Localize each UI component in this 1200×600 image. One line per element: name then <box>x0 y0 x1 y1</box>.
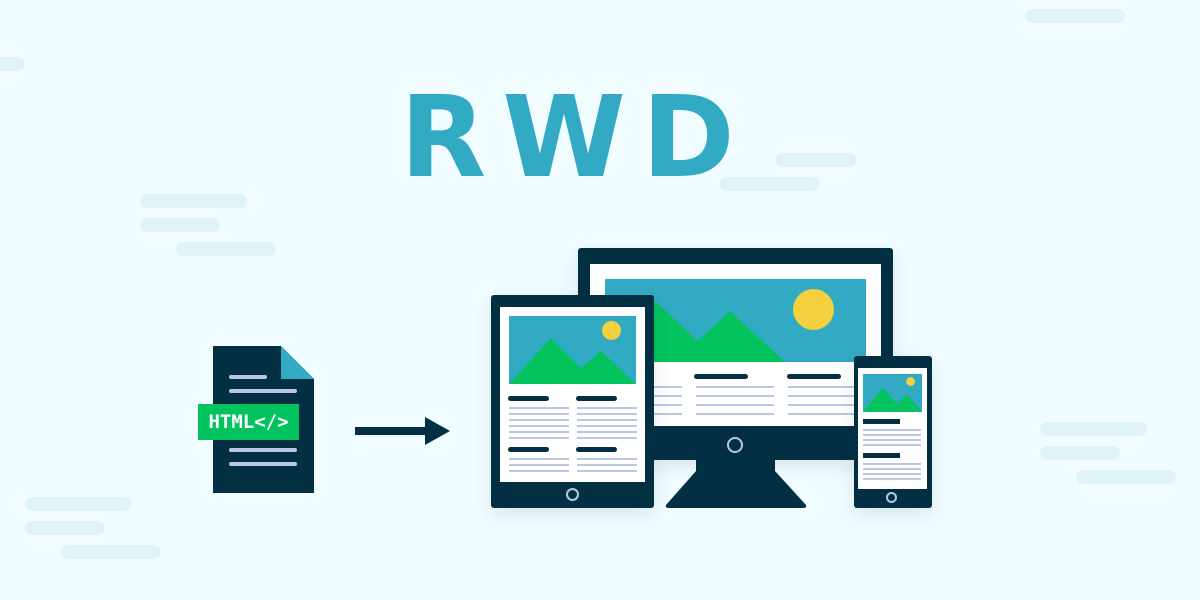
sun-icon <box>906 377 915 386</box>
decor-bar <box>1040 446 1120 460</box>
phone-screen <box>858 368 927 489</box>
decor-bar <box>25 521 105 535</box>
decor-bar <box>720 177 820 191</box>
tablet-screen <box>500 307 645 482</box>
heading-line <box>576 396 617 401</box>
heading-line <box>863 419 900 424</box>
sun-icon <box>602 321 621 340</box>
decor-bar <box>25 497 132 511</box>
page-title: RWD <box>400 73 751 203</box>
arrow-right-icon <box>355 416 451 446</box>
decor-bar <box>1025 9 1125 23</box>
decor-bar <box>1040 422 1147 436</box>
tablet-hero-image <box>509 316 636 384</box>
phone-hero-image <box>863 374 922 412</box>
decor-bar <box>0 57 25 71</box>
monitor-power-button <box>727 437 743 453</box>
decor-bar <box>140 218 220 232</box>
heading-line <box>863 453 900 458</box>
decor-bar <box>1076 470 1176 484</box>
heading-line <box>694 374 748 379</box>
sun-icon <box>793 289 834 330</box>
decor-bar <box>176 242 276 256</box>
monitor-stand <box>665 455 807 508</box>
decor-bar <box>140 194 247 208</box>
decor-bar <box>61 545 161 559</box>
html-document-icon: HTML</> <box>198 346 314 493</box>
phone-home-button <box>886 492 897 503</box>
html-badge: HTML</> <box>198 404 299 440</box>
heading-line <box>508 396 549 401</box>
decor-bar <box>776 153 856 167</box>
heading-line <box>787 374 841 379</box>
heading-line <box>576 447 617 452</box>
tablet-home-button <box>566 488 579 501</box>
heading-line <box>508 447 549 452</box>
